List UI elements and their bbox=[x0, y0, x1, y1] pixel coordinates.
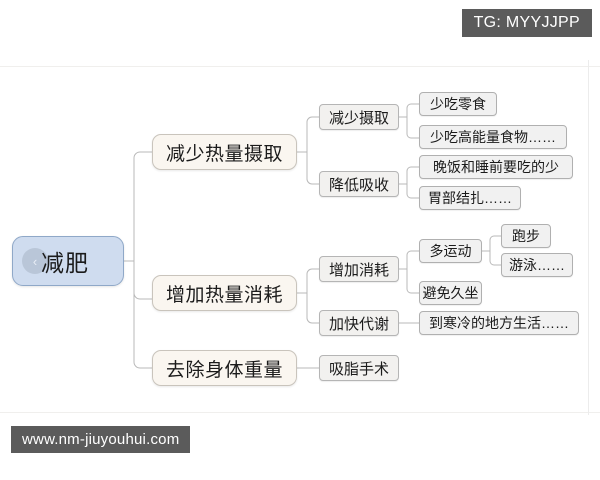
root-node-label: 减肥 bbox=[41, 250, 89, 276]
node-increase-calorie-burn[interactable]: 增加热量消耗 bbox=[152, 275, 297, 311]
page-edge-line bbox=[588, 60, 589, 415]
node-label: 多运动 bbox=[429, 243, 472, 259]
node-label: 少吃高能量食物…… bbox=[430, 129, 556, 145]
leaf-exercise-more[interactable]: 多运动 bbox=[419, 239, 482, 263]
node-label: 增加消耗 bbox=[328, 261, 389, 279]
node-label: 游泳…… bbox=[509, 257, 565, 273]
site-watermark-badge: www.nm-jiuyouhui.com bbox=[11, 426, 191, 453]
leaf-eat-less-at-dinner-and-before-bed[interactable]: 晚饭和睡前要吃的少 bbox=[419, 155, 573, 179]
node-label: 胃部结扎…… bbox=[428, 190, 512, 206]
leaf-eat-less-high-calorie-food[interactable]: 少吃高能量食物…… bbox=[419, 125, 567, 149]
node-label: 增加热量消耗 bbox=[165, 284, 283, 306]
telegram-handle-text: TG: MYYJJPP bbox=[473, 14, 580, 31]
node-label: 降低吸收 bbox=[328, 176, 389, 194]
node-remove-body-weight[interactable]: 去除身体重量 bbox=[152, 350, 297, 386]
node-liposuction-surgery[interactable]: 吸脂手术 bbox=[319, 355, 399, 381]
node-reduce-calorie-intake[interactable]: 减少热量摄取 bbox=[152, 134, 297, 170]
collapse-chevron-icon[interactable]: ‹ bbox=[22, 248, 48, 274]
node-label: 到寒冷的地方生活…… bbox=[429, 315, 569, 331]
node-label: 加快代谢 bbox=[328, 315, 389, 333]
node-label: 避免久坐 bbox=[422, 285, 479, 301]
node-label: 晚饭和睡前要吃的少 bbox=[433, 159, 559, 175]
leaf-running[interactable]: 跑步 bbox=[501, 224, 551, 248]
node-increase-expenditure[interactable]: 增加消耗 bbox=[319, 256, 399, 282]
mindmap-root-node[interactable]: ‹ 减肥 bbox=[12, 236, 124, 286]
node-label: 减少摄取 bbox=[328, 109, 389, 127]
node-label: 少吃零食 bbox=[430, 96, 486, 112]
node-lower-absorption[interactable]: 降低吸收 bbox=[319, 171, 399, 197]
page-rule-top bbox=[0, 66, 600, 67]
site-watermark-text: www.nm-jiuyouhui.com bbox=[22, 431, 180, 448]
leaf-eat-less-snacks[interactable]: 少吃零食 bbox=[419, 92, 497, 116]
leaf-stomach-ligation[interactable]: 胃部结扎…… bbox=[419, 186, 521, 210]
node-label: 跑步 bbox=[512, 228, 540, 244]
node-reduce-intake[interactable]: 减少摄取 bbox=[319, 104, 399, 130]
node-label: 吸脂手术 bbox=[328, 360, 389, 378]
leaf-avoid-prolonged-sitting[interactable]: 避免久坐 bbox=[419, 281, 482, 305]
node-label: 减少热量摄取 bbox=[165, 143, 283, 165]
leaf-swimming[interactable]: 游泳…… bbox=[501, 253, 573, 277]
page-rule-bottom bbox=[0, 412, 600, 413]
node-label: 去除身体重量 bbox=[165, 359, 283, 381]
node-speed-up-metabolism[interactable]: 加快代谢 bbox=[319, 310, 399, 336]
leaf-live-in-cold-place[interactable]: 到寒冷的地方生活…… bbox=[419, 311, 579, 335]
telegram-handle-badge: TG: MYYJJPP bbox=[461, 9, 592, 37]
